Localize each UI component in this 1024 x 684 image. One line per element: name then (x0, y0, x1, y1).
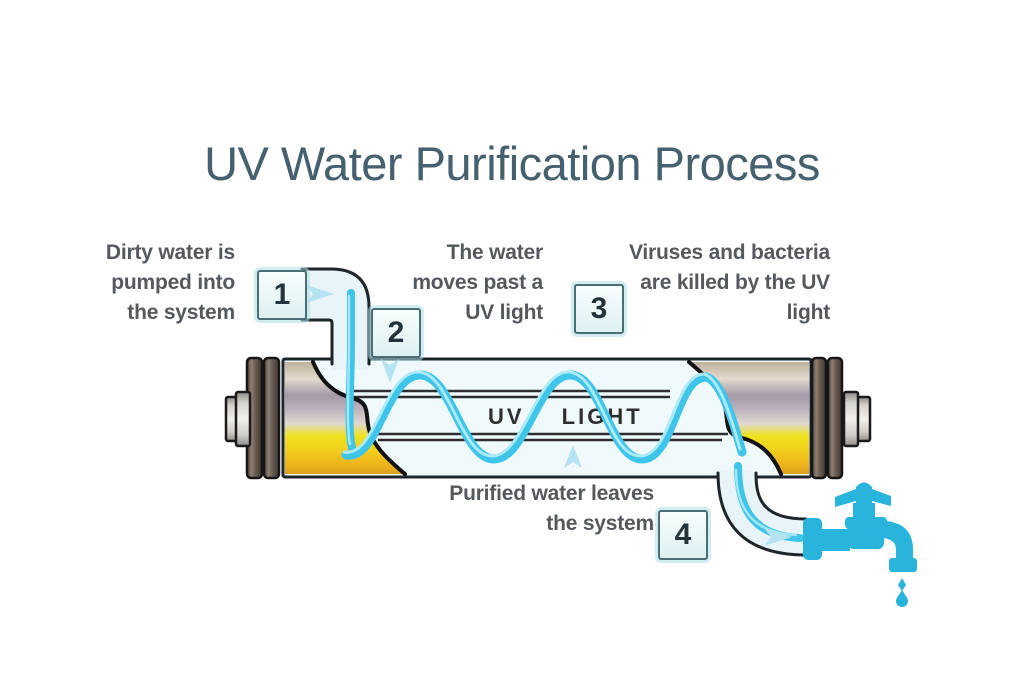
uv-coil (341, 370, 747, 464)
left-gold-seal (285, 360, 407, 476)
step-3-badge: 3 (574, 284, 624, 334)
step-2-number: 2 (387, 316, 405, 349)
outlet-pipe (716, 470, 808, 557)
chamber-right-cap (810, 356, 844, 480)
flow-arrow-down-icon (381, 359, 399, 383)
step-1-badge: 1 (257, 270, 307, 320)
flow-arrow-outlet-icon (764, 528, 792, 546)
faucet-icon (803, 482, 917, 572)
step-2-label: The water moves past a UV light (412, 241, 543, 324)
step-4-badge: 4 (658, 510, 708, 560)
step-2-badge: 2 (371, 308, 421, 358)
water-drop-icon (896, 578, 908, 607)
chamber-left-port (224, 390, 252, 448)
flow-arrow-up-icon (564, 445, 582, 468)
step-3-number: 3 (590, 292, 608, 325)
step-3-label: Viruses and bacteria are killed by the U… (628, 241, 830, 324)
step-4-number: 4 (674, 518, 692, 551)
chamber-right-port (842, 390, 872, 448)
page-title: UV Water Purification Process (204, 137, 820, 190)
step-1-label: Dirty water is pumped into the system (105, 241, 235, 324)
step-4-label: Purified water leaves the system (449, 482, 654, 535)
flow-arrow-right-icon (306, 285, 334, 303)
inlet-water-stream (345, 289, 356, 452)
uv-lamp-label: UV LIGHT (488, 404, 643, 429)
step-1-number: 1 (273, 278, 291, 311)
chamber-left-cap (245, 356, 281, 480)
